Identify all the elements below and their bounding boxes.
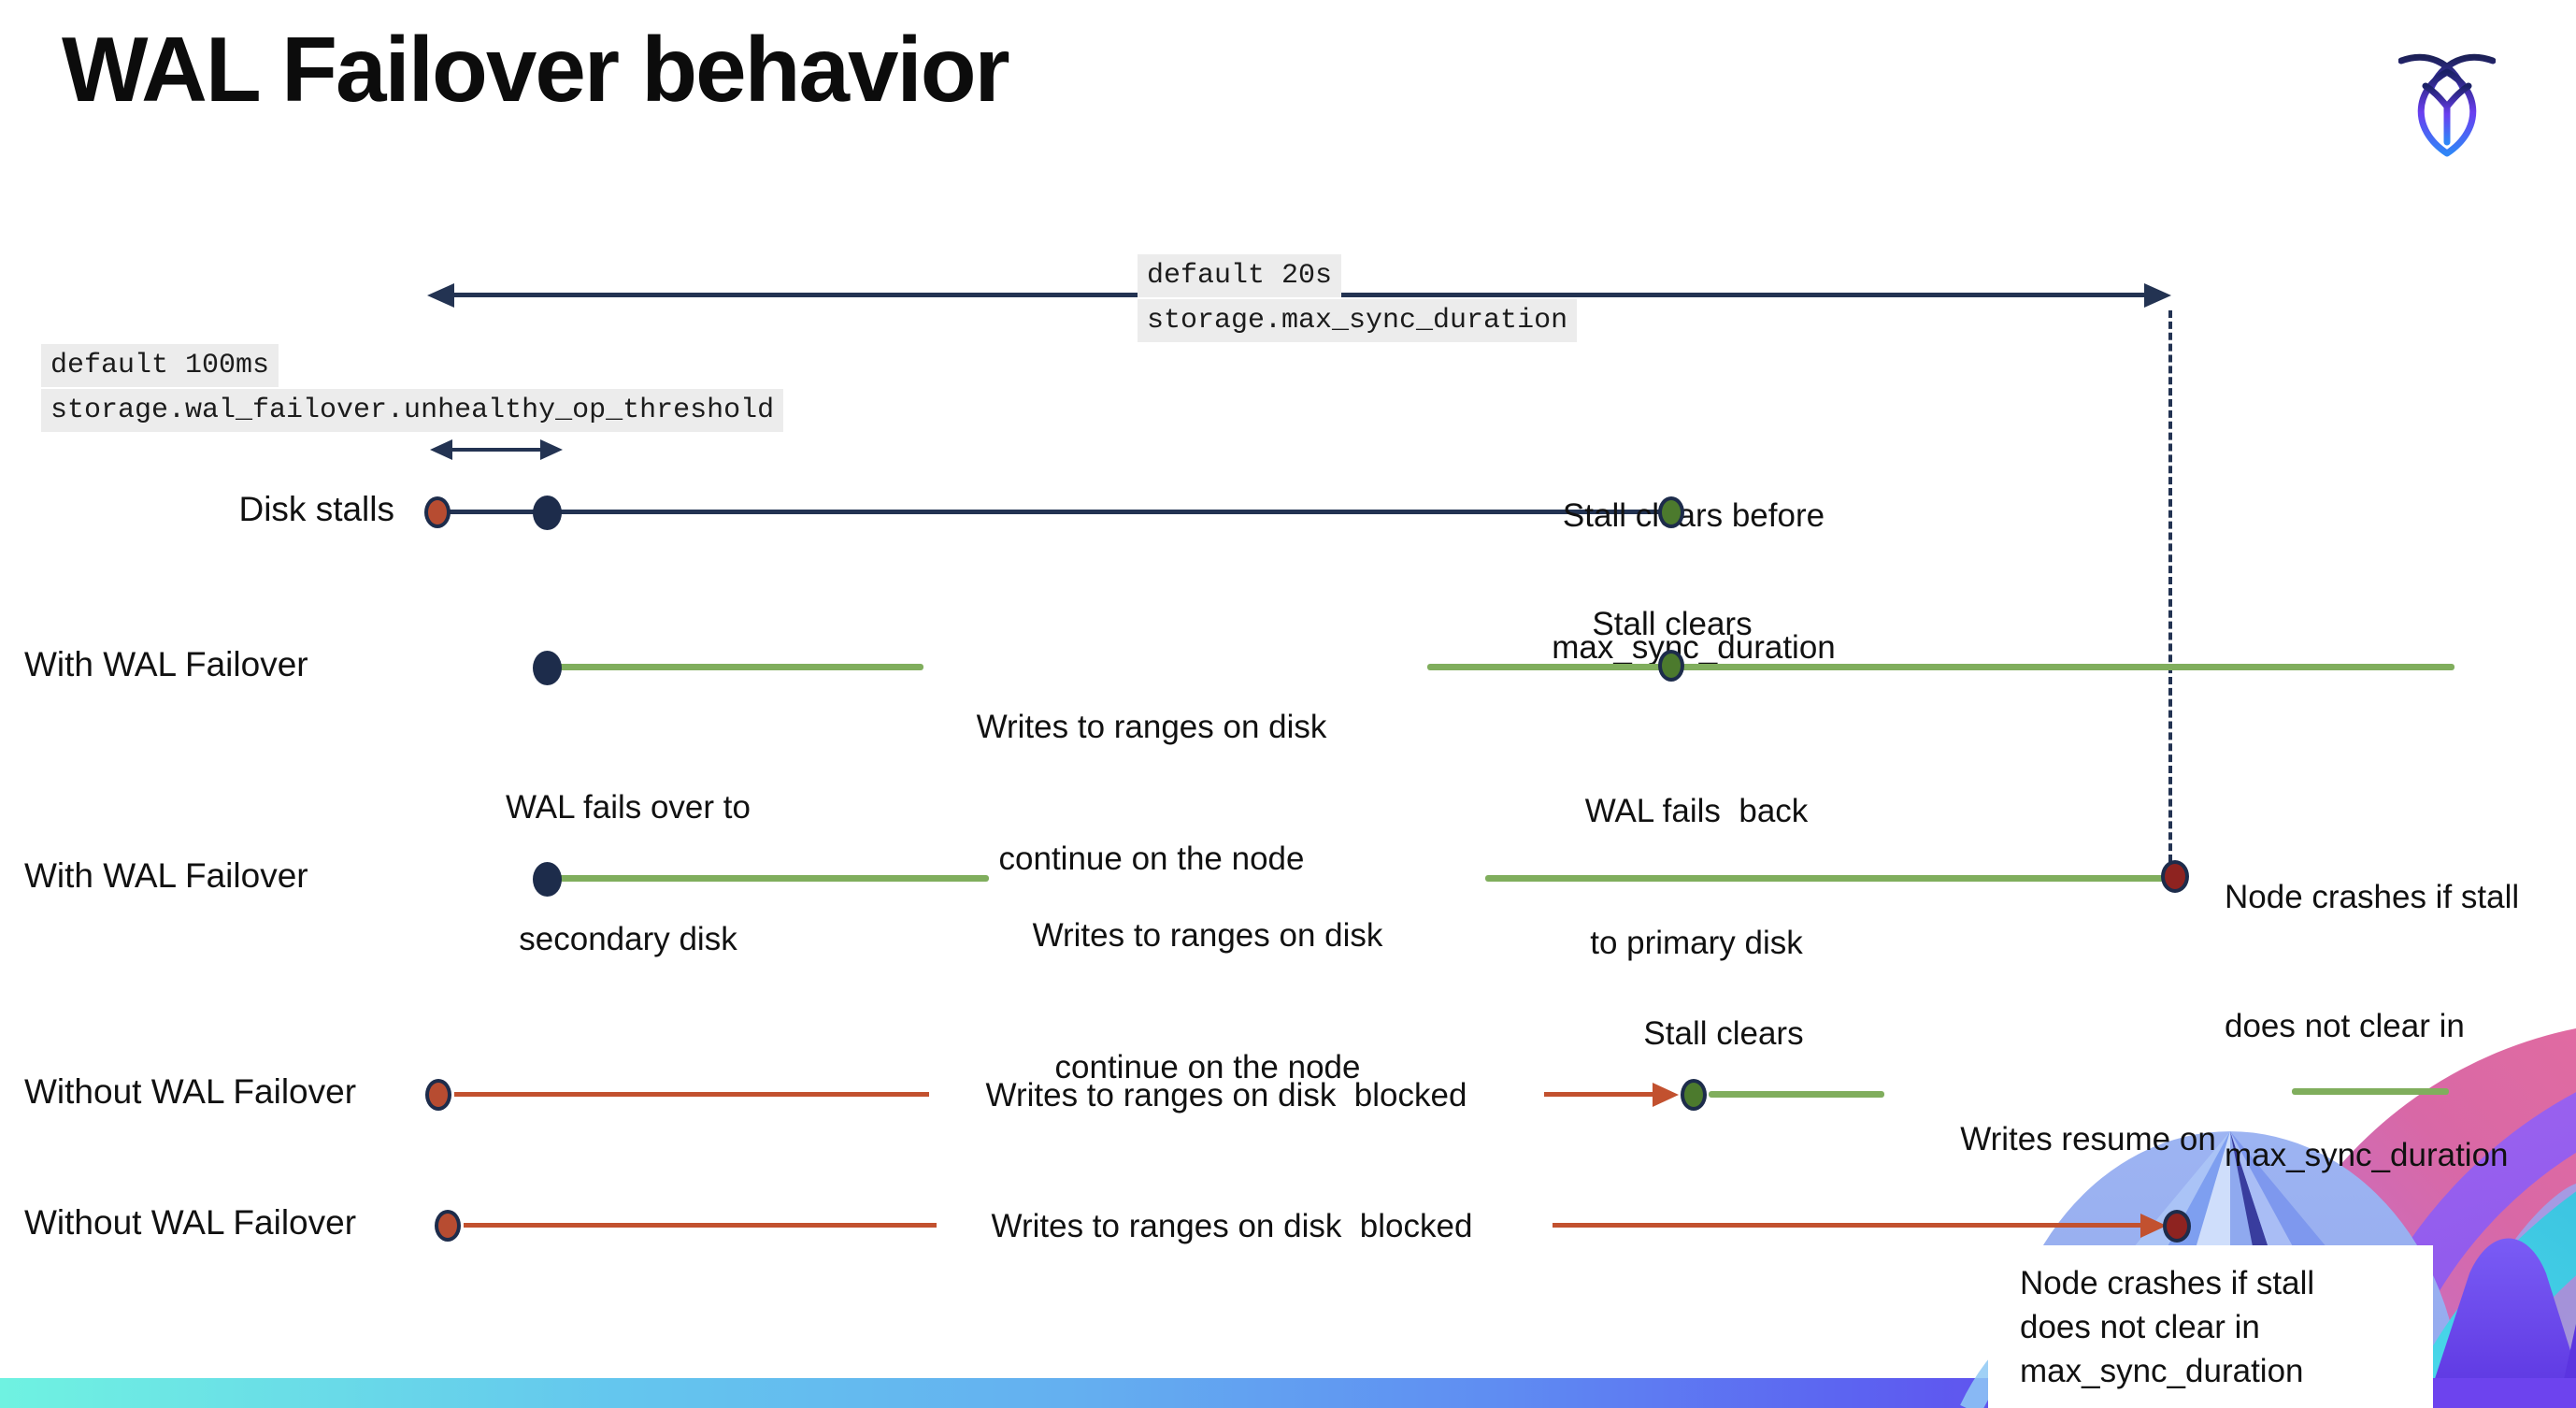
writes-continue-line-d xyxy=(1485,875,2171,882)
node-crashes-callout-box: Node crashes if stall does not clear in … xyxy=(1988,1245,2433,1408)
max-sync-setting-name: storage.max_sync_duration xyxy=(1138,299,1578,342)
max-sync-default-label: default 20s xyxy=(1138,254,1342,297)
note-line: Writes to ranges on disk xyxy=(976,709,1327,745)
note-line: secondary disk xyxy=(519,921,737,957)
note-line: continue on the node xyxy=(998,840,1305,877)
row-label-without-wal-failover-1: Without WAL Failover xyxy=(24,1072,357,1111)
note-line: Node crashes if stall xyxy=(2225,879,2520,915)
threshold-span-line xyxy=(452,448,542,452)
failover-dot-2 xyxy=(533,862,562,897)
arrowhead-right-icon xyxy=(2144,283,2171,308)
writes-continue-line-a xyxy=(559,664,923,670)
note-line: does not clear in xyxy=(2225,1008,2465,1044)
row-label-disk-stalls: Disk stalls xyxy=(238,490,394,528)
writes-blocked-arrow-line-2 xyxy=(1553,1223,2140,1228)
note-line: to primary disk xyxy=(1590,925,1803,961)
note-line: Node crashes if stall xyxy=(2020,1265,2315,1301)
disk-stall-timeline xyxy=(437,510,1671,514)
writes-blocked-line-b xyxy=(464,1223,937,1228)
writes-continue-line-c xyxy=(559,875,989,882)
writes-continue-note: Writes to ranges on disk continue on the… xyxy=(918,617,1385,969)
stall-start-dot-3 xyxy=(435,1210,461,1242)
note-line: WAL fails over to xyxy=(506,789,751,826)
violet-bar-under-graphic xyxy=(2425,1378,2576,1408)
stall-clears-note-2: Stall clears xyxy=(1592,606,1753,642)
row-label-with-wal-failover-2: With WAL Failover xyxy=(24,856,308,895)
writes-blocked-note: Writes to ranges on disk blocked xyxy=(985,1077,1467,1113)
small-arrowhead-left-icon xyxy=(430,439,452,460)
threshold-reached-dot xyxy=(533,496,562,530)
note-line: max_sync_duration xyxy=(2225,1137,2509,1173)
row-label-with-wal-failover-1: With WAL Failover xyxy=(24,645,308,683)
arrowhead-left-icon xyxy=(427,283,454,308)
stall-clears-dot-2 xyxy=(1658,650,1684,682)
stall-clears-dot-3 xyxy=(1681,1079,1707,1111)
writes-continue-line-b xyxy=(1427,664,2454,670)
note-line: does not clear in xyxy=(2020,1309,2260,1345)
node-crashes-note: Node crashes if stall does not clear in … xyxy=(2225,790,2576,1263)
node-crash-dot xyxy=(2161,860,2189,893)
writes-blocked-arrow-line xyxy=(1544,1092,1653,1097)
row-label-without-wal-failover-2: Without WAL Failover xyxy=(24,1203,357,1242)
writes-resume-line-b xyxy=(2292,1088,2449,1095)
writes-blocked-line-a xyxy=(454,1092,929,1097)
stall-start-dot xyxy=(424,496,451,528)
max-sync-deadline-dashed-line xyxy=(2168,310,2172,862)
stall-clears-dot xyxy=(1658,496,1684,528)
stall-clears-before-note: Stall clears before max_sync_duration xyxy=(1441,406,1946,757)
note-line: WAL fails back xyxy=(1584,793,1809,829)
writes-continue-note-2: Writes to ranges on disk continue on the… xyxy=(974,826,1441,1177)
writes-resume-line-a xyxy=(1709,1091,1884,1098)
threshold-default-label: default 100ms xyxy=(41,344,279,387)
wal-fails-over-note: WAL fails over to secondary disk xyxy=(394,697,862,1049)
note-line: Stall clears before xyxy=(1562,497,1825,534)
red-arrowhead-icon-2 xyxy=(2140,1214,2167,1238)
writes-blocked-note-2: Writes to ranges on disk blocked xyxy=(991,1208,1473,1244)
stall-start-dot-2 xyxy=(425,1079,451,1111)
note-line: continue on the node xyxy=(1054,1049,1361,1085)
page-title: WAL Failover behavior xyxy=(62,18,1010,121)
small-arrowhead-right-icon xyxy=(540,439,563,460)
node-crash-dot-2 xyxy=(2163,1210,2191,1243)
cockroach-labs-logo-icon xyxy=(2398,53,2496,157)
threshold-setting-name: storage.wal_failover.unhealthy_op_thresh… xyxy=(41,389,784,432)
failover-dot xyxy=(533,651,562,685)
note-line: Writes resume on xyxy=(1960,1121,2216,1157)
note-line: max_sync_duration xyxy=(1552,629,1836,666)
wal-fails-back-note: WAL fails back to primary disk xyxy=(1463,701,1930,1053)
logo-wing-split xyxy=(2422,82,2472,146)
logo-body xyxy=(2417,68,2477,157)
red-arrowhead-icon xyxy=(1653,1083,1679,1107)
note-line: Writes to ranges on disk xyxy=(1032,917,1383,954)
violet-front-leg xyxy=(2425,1238,2576,1408)
note-line: max_sync_duration xyxy=(2020,1353,2304,1389)
stall-clears-note-3: Stall clears xyxy=(1643,1015,1804,1052)
